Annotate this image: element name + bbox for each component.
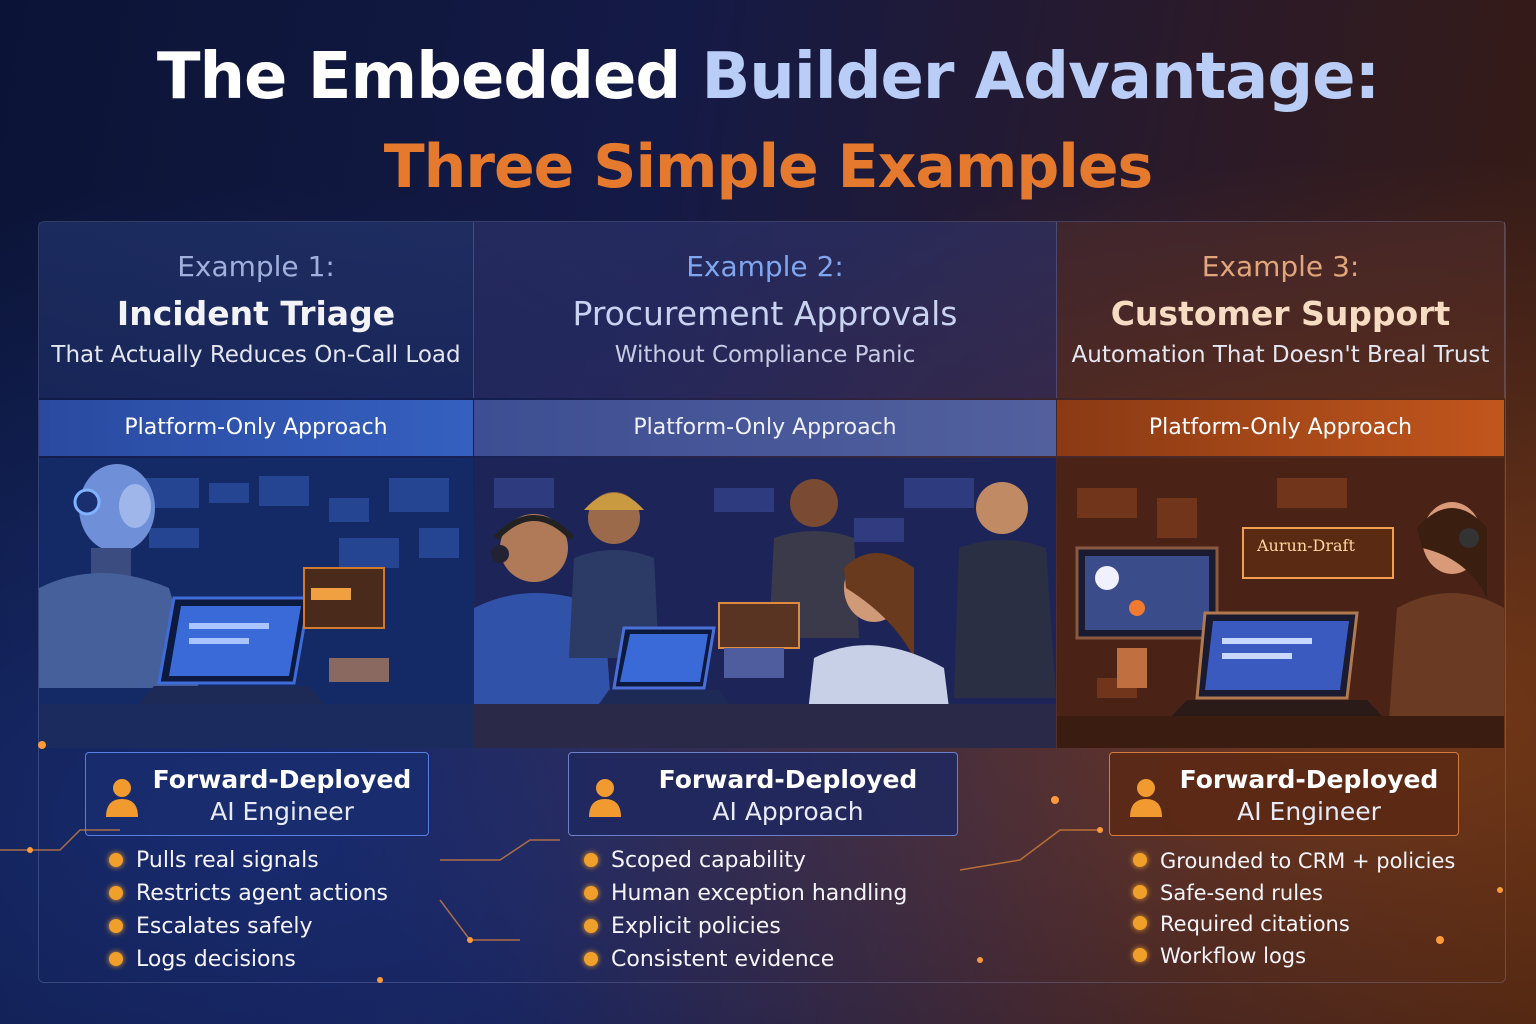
example-column-2: Example 2: Procurement Approvals Without…: [474, 222, 1057, 982]
card-subtitle: AI Approach: [712, 797, 864, 826]
list-item: Human exception handling: [584, 879, 907, 912]
list-item-text: Pulls real signals: [136, 848, 319, 873]
main-subtitle: Three Simple Examples: [383, 132, 1154, 202]
example-header-2: Example 2: Procurement Approvals Without…: [474, 222, 1057, 398]
example-header-1: Example 1: Incident Triage That Actually…: [39, 222, 474, 398]
person-icon: [589, 779, 621, 817]
list-item-text: Restricts agent actions: [136, 881, 388, 906]
draft-panel: [1242, 527, 1394, 579]
card-title: Forward-Deployed: [658, 765, 918, 794]
list-item-text: Required citations: [1160, 912, 1350, 936]
list-item-text: Logs decisions: [136, 947, 296, 972]
list-item: Pulls real signals: [109, 846, 388, 879]
bullet-dot-icon: [584, 853, 598, 867]
card-title: Forward-Deployed: [1179, 765, 1439, 794]
scene-illustration-2: [474, 458, 1056, 748]
robot-figure: [39, 464, 199, 688]
list-item: Required citations: [1133, 909, 1455, 941]
example-name: Procurement Approvals: [572, 294, 958, 333]
example-name: Incident Triage: [116, 294, 396, 333]
person-figure-manager: [769, 479, 1056, 698]
example-label: Example 2:: [686, 250, 844, 283]
bullet-dot-icon: [584, 952, 598, 966]
card-subtitle: AI Engineer: [210, 797, 354, 826]
list-item: Workflow logs: [1133, 941, 1455, 973]
scene-illustration-1: [39, 458, 473, 748]
list-item-text: Explicit policies: [611, 914, 781, 939]
approach-band: Platform-Only Approach: [39, 400, 473, 456]
example-column-3: Example 3: Customer Support Automation T…: [1057, 222, 1505, 982]
example-label: Example 3:: [1201, 250, 1360, 283]
person-icon: [106, 779, 138, 817]
bullet-dot-icon: [109, 853, 123, 867]
example-subtitle: That Actually Reduces On-Call Load: [51, 342, 461, 368]
example-label: Example 1:: [177, 250, 335, 283]
example-header-3: Example 3: Customer Support Automation T…: [1057, 222, 1505, 398]
list-item: Consistent evidence: [584, 945, 907, 978]
bullet-list: Grounded to CRM + policies Safe-send rul…: [1133, 846, 1455, 972]
list-item-text: Grounded to CRM + policies: [1160, 849, 1456, 873]
example-subtitle: Automation That Doesn't Breal Trust: [1071, 342, 1490, 368]
bullet-dot-icon: [109, 952, 123, 966]
title-part-2: Builder Advantage:: [701, 40, 1380, 114]
example-column-1: Example 1: Incident Triage That Actually…: [39, 222, 474, 982]
forward-deployed-card: Forward-Deployed AI Engineer: [85, 752, 429, 836]
list-item: Logs decisions: [109, 945, 388, 978]
forward-deployed-card: Forward-Deployed AI Engineer: [1109, 752, 1459, 836]
list-item-text: Workflow logs: [1160, 943, 1307, 968]
title-part-1: The Embedded: [156, 40, 702, 114]
list-item: Safe-send rules: [1133, 878, 1455, 910]
headset-icon: [1459, 528, 1479, 548]
bullet-dot-icon: [109, 886, 123, 900]
headset-icon: [491, 545, 509, 563]
monitor-icon: [1075, 546, 1219, 640]
forward-deployed-card: Forward-Deployed AI Approach: [568, 752, 958, 836]
bullet-list: Pulls real signals Restricts agent actio…: [109, 846, 388, 978]
card-title: Forward-Deployed: [152, 765, 412, 794]
list-item-text: Safe-send rules: [1160, 880, 1323, 905]
card-subtitle: AI Engineer: [1237, 797, 1381, 826]
list-item-text: Scoped capability: [611, 848, 806, 873]
laptop-icon: [139, 596, 324, 704]
example-subtitle: Without Compliance Panic: [614, 342, 916, 368]
scene-illustration-3: Aurun-Draft: [1057, 458, 1504, 748]
list-item-text: Escalates safely: [136, 914, 313, 939]
list-item: Escalates safely: [109, 912, 388, 945]
bullet-dot-icon: [584, 919, 598, 933]
draft-panel-text: Aurun-Draft: [1256, 536, 1355, 555]
person-icon: [1130, 779, 1162, 817]
approach-band: Platform-Only Approach: [1057, 400, 1504, 456]
list-item-text: Consistent evidence: [611, 947, 835, 972]
laptop-icon: [599, 626, 729, 704]
approach-band: Platform-Only Approach: [474, 400, 1056, 456]
bullet-dot-icon: [1133, 884, 1147, 899]
list-item: Explicit policies: [584, 912, 907, 945]
list-item-text: Human exception handling: [611, 881, 908, 906]
example-name: Customer Support: [1110, 294, 1451, 333]
bullet-dot-icon: [1133, 947, 1147, 962]
bullet-dot-icon: [1133, 853, 1147, 867]
list-item: Restricts agent actions: [109, 879, 388, 912]
main-title: The Embedded Builder Advantage:: [0, 40, 1536, 114]
bullet-dot-icon: [584, 886, 598, 900]
bullet-dot-icon: [1133, 916, 1147, 930]
bullet-dot-icon: [109, 919, 123, 933]
bullet-list: Scoped capability Human exception handli…: [584, 846, 907, 978]
laptop-icon: [1172, 611, 1382, 716]
list-item: Scoped capability: [584, 846, 907, 879]
examples-frame: [38, 221, 1506, 983]
list-item: Grounded to CRM + policies: [1133, 846, 1455, 878]
person-figure-agent: [1387, 502, 1504, 748]
